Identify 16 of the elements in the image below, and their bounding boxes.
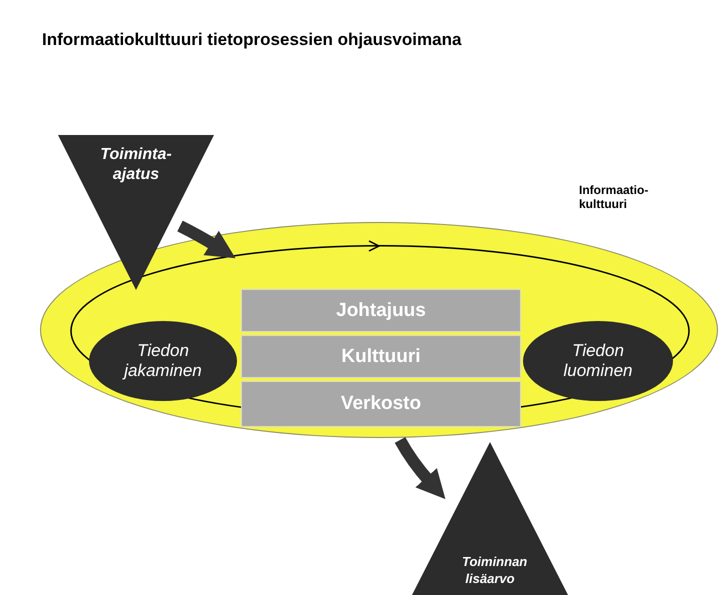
arrow [394, 437, 446, 500]
layer-label: Johtajuus [335, 300, 427, 322]
layer-label: Kulttuuri [340, 346, 422, 368]
triangle-shape [412, 442, 568, 595]
process-label: Tiedon luominen [562, 341, 634, 381]
layer-bar [241, 335, 521, 378]
layer-bar [241, 289, 521, 332]
diagram-title: Informaatiokulttuuri tietoprosessien ohjausvoimana [42, 30, 462, 50]
diagram-label: Informaatio- kulttuuri [579, 183, 650, 211]
process-label: Tiedon jakaminen [121, 341, 203, 381]
layer-label: Verkosto [340, 393, 422, 415]
triangle-label: Toiminnan lisäarvo [461, 553, 528, 587]
layer-bar [241, 381, 521, 427]
triangle-shape [58, 135, 214, 290]
triangle-label: Toiminta- ajatus [99, 145, 173, 185]
arrow [177, 220, 236, 258]
